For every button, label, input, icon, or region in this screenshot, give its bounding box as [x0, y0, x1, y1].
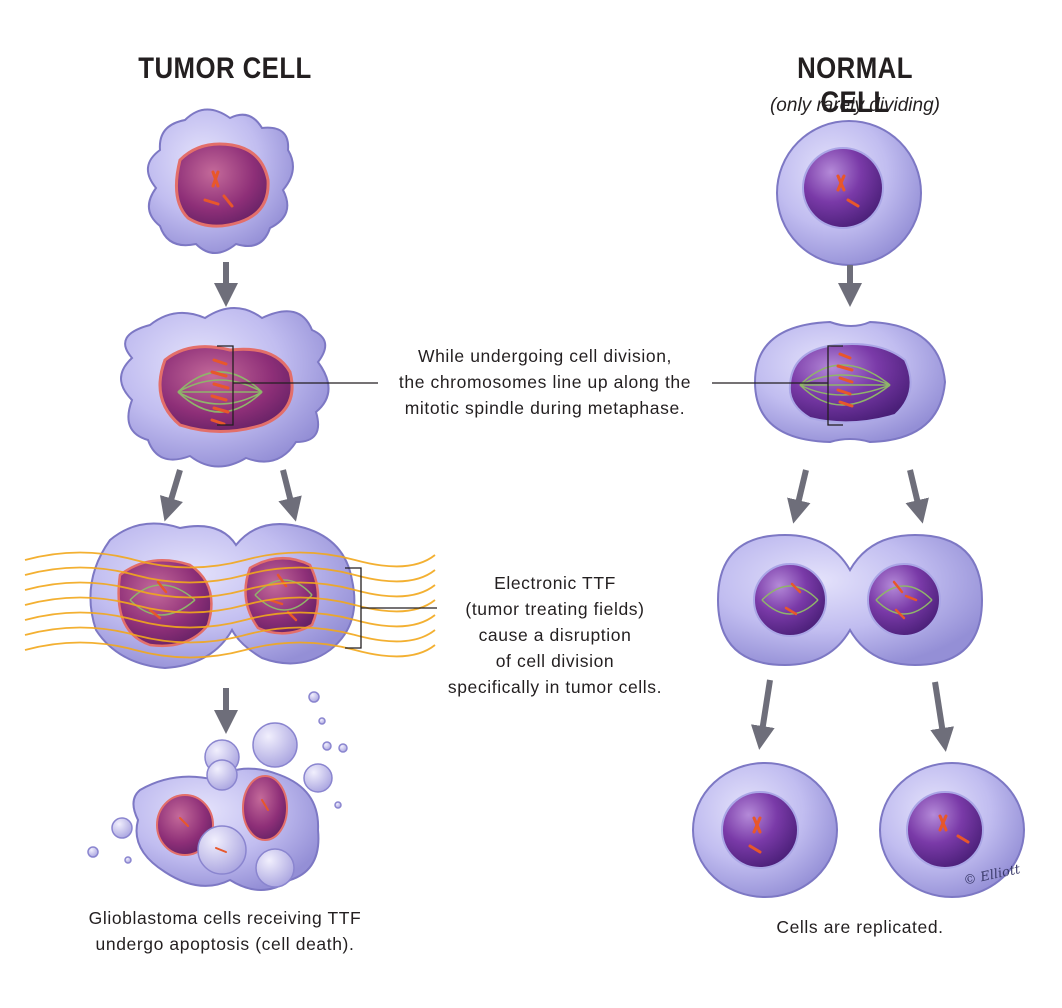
normal-cell-heading: NORMAL CELL [797, 52, 913, 119]
tumor-cell-heading: TUMOR CELL [138, 52, 312, 85]
normal-cells-replicated [692, 762, 1025, 898]
normal-cell-metaphase [753, 320, 947, 444]
down-arrow-icon [750, 265, 955, 752]
normal-cell-subtitle: (only rarely dividing) [769, 95, 940, 116]
metaphase-label: While undergoing cell division, the chro… [398, 346, 692, 418]
tumor-cells-dividing [24, 522, 436, 670]
chromosome-icon [203, 170, 234, 208]
leader-lines [217, 345, 843, 649]
field-wave-icon [24, 551, 436, 659]
tumor-cell-interphase [147, 108, 294, 254]
normal-cell-interphase [776, 120, 922, 266]
normal-cells-dividing [716, 533, 984, 667]
apoptosis-label: Glioblastoma cells receiving TTF undergo… [88, 908, 362, 954]
tumor-cells-apoptosis [87, 691, 348, 891]
ttf-label: Electronic TTF (tumor treating fields) c… [447, 573, 663, 697]
spindle-icon [177, 371, 263, 413]
chromosome-icon [210, 358, 230, 426]
down-arrow-icon [159, 262, 302, 734]
replicated-label: Cells are replicated. [776, 917, 944, 937]
tumor-cell-metaphase [120, 307, 330, 468]
